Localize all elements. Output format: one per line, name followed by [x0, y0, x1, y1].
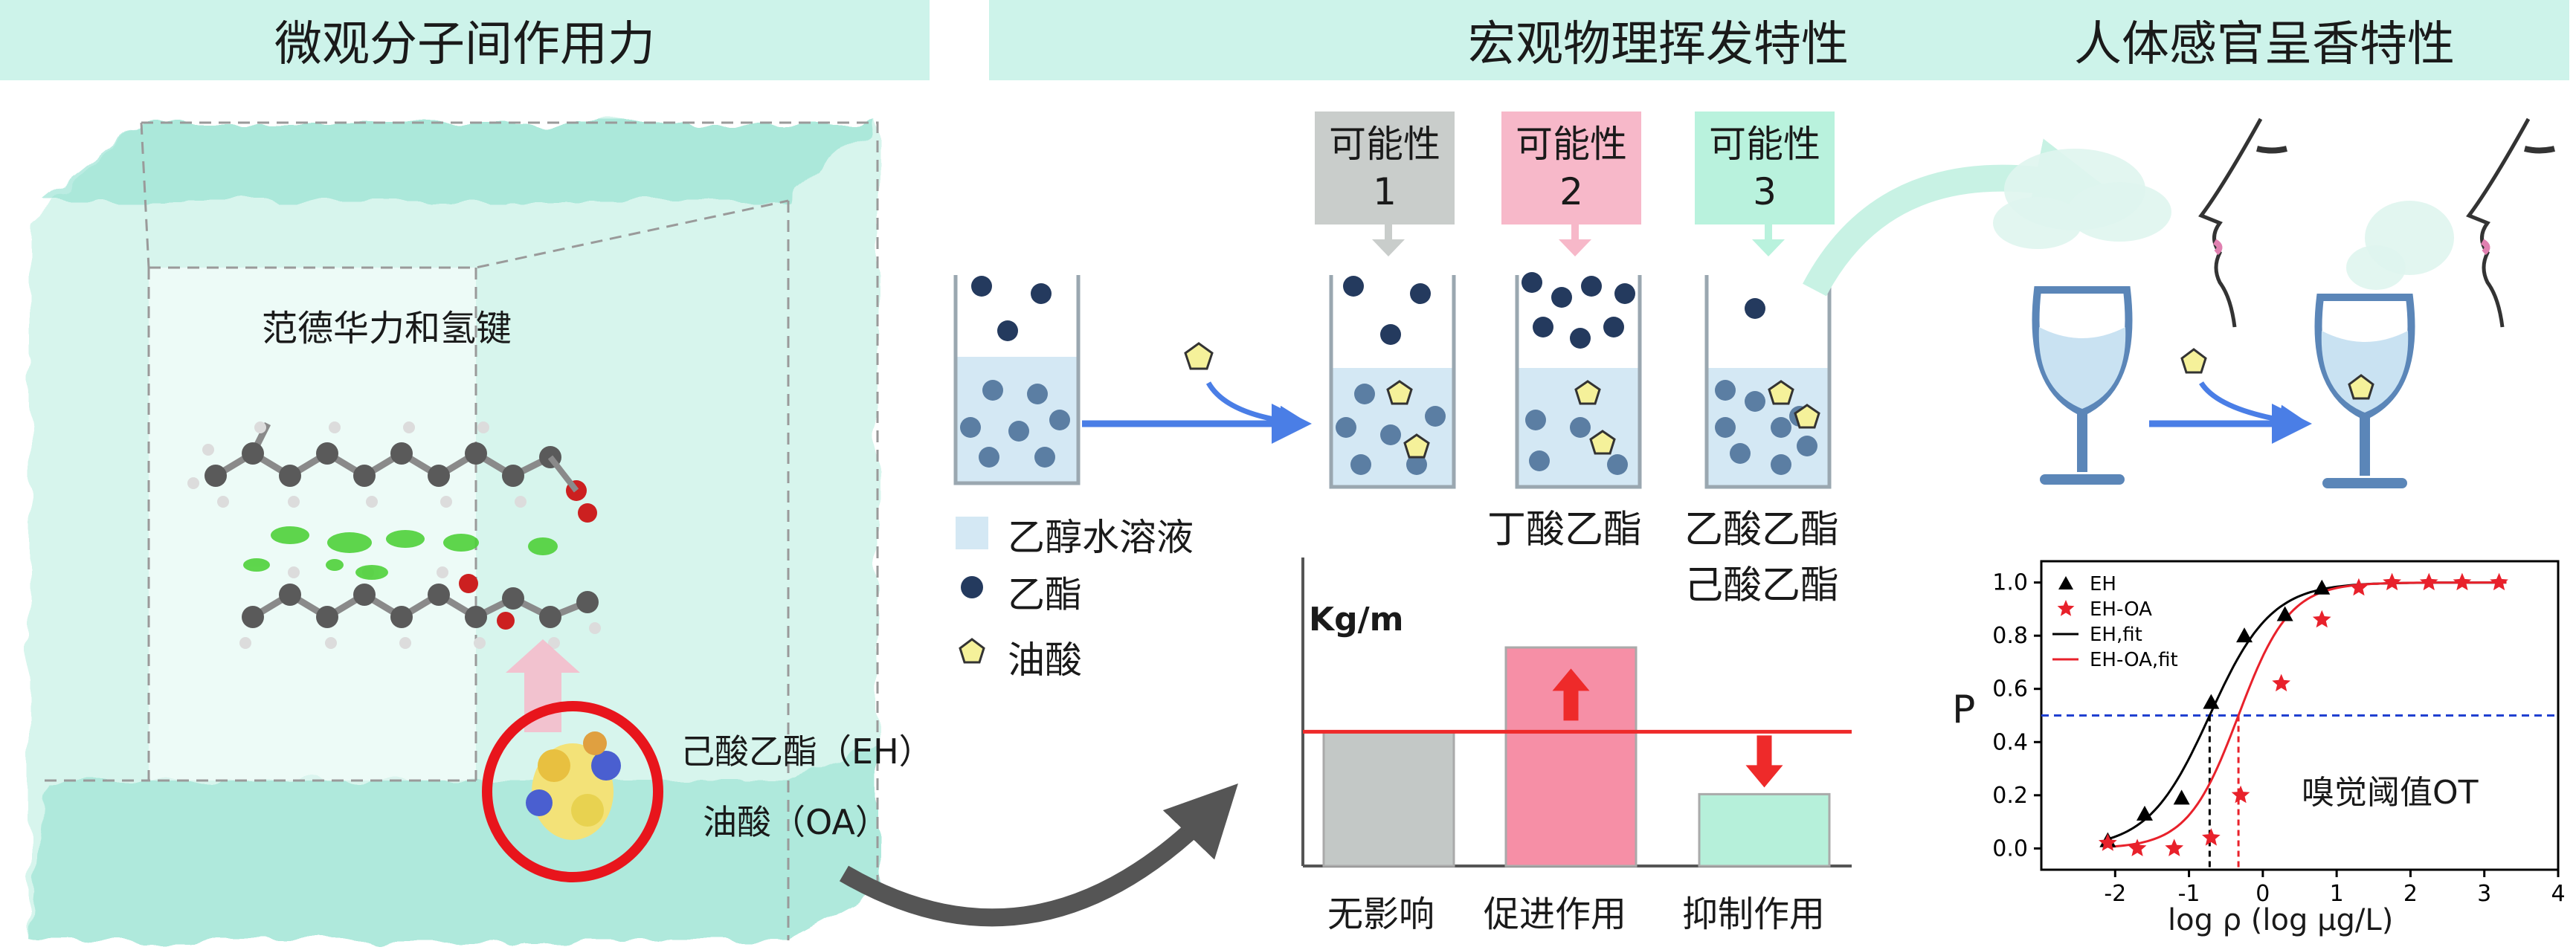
- face-profile-right: [2466, 117, 2555, 328]
- eh-oa-point: [2453, 572, 2472, 591]
- eh-oa-point: [2165, 838, 2184, 856]
- possibility-2-title: 可能性: [1516, 123, 1627, 166]
- legend-star: [2057, 600, 2075, 616]
- eh-oa-point: [2383, 572, 2401, 591]
- glass-right: [2314, 201, 2454, 488]
- eh-oa-point: [2099, 833, 2117, 851]
- effect-bar-2: [1698, 792, 1831, 867]
- eh-oa-point: [2128, 838, 2147, 856]
- beaker2-caption: 丁酸乙酯: [1487, 508, 1643, 552]
- oleic-pentagon-add: [1184, 342, 1214, 370]
- arrow-left-to-middle: [839, 783, 1238, 927]
- decrease-arrow: [1745, 735, 1783, 788]
- possibility-1-title: 可能性: [1329, 123, 1440, 166]
- possibility-2: 可能性 2: [1501, 112, 1641, 224]
- eh-oa-point: [2419, 572, 2438, 591]
- vdw-isosurfaces: [243, 526, 558, 580]
- legend-solution-label: 乙醇水溶液: [1008, 516, 1194, 559]
- y-tick-label: 0.2: [1992, 783, 2028, 809]
- x-tick-label: -2: [2104, 881, 2126, 907]
- oa-label: 油酸（OA）: [703, 802, 889, 842]
- chart-ylabel: P: [1952, 688, 1976, 732]
- beaker-initial: [953, 275, 1081, 485]
- x-tick-label: 2: [2403, 881, 2418, 907]
- eh-oa-point: [2231, 785, 2250, 804]
- effect-bar-0: [1322, 730, 1455, 867]
- possibility-1-number: 1: [1373, 170, 1397, 213]
- possibility-pointers: [1372, 224, 1785, 256]
- eh-point: [2137, 805, 2153, 821]
- x-tick-label: -1: [2178, 881, 2200, 907]
- y-tick-label: 1.0: [1992, 570, 2028, 596]
- add-oleic-arrow: [1205, 381, 1310, 437]
- increase-arrow: [1552, 668, 1590, 721]
- eh-point: [2276, 606, 2293, 621]
- possibility-3-title: 可能性: [1709, 123, 1820, 166]
- beaker-possibility-3: [1704, 275, 1832, 489]
- panel-title-sensory: 人体感官呈香特性: [1960, 0, 2569, 80]
- panel-title-micro: 微观分子间作用力: [0, 0, 930, 80]
- y-tick-label: 0.4: [1992, 729, 2028, 755]
- eh-point: [2203, 694, 2220, 709]
- x-tick-label: 3: [2477, 881, 2491, 907]
- legend-oleic-label: 油酸: [1008, 639, 1082, 682]
- fit-curve: [2108, 581, 2507, 848]
- eh-point: [2173, 789, 2190, 805]
- solvent-box: [30, 121, 879, 940]
- y-tick-label: 0.8: [1992, 623, 2028, 649]
- x-tick-label: 4: [2551, 881, 2565, 907]
- legend-triangle: [2058, 576, 2073, 589]
- beaker-possibility-2: [1515, 272, 1642, 489]
- threshold-label: 嗅觉阈值OT: [2302, 774, 2479, 812]
- lip-left: [2212, 239, 2223, 256]
- eh-label: 己酸乙酯（EH）: [680, 731, 933, 772]
- effects-axis-label: Kg/m: [1309, 601, 1404, 639]
- effect-label-inhibit: 抑制作用: [1682, 894, 1826, 935]
- legend-ester-label: 乙酯: [1008, 573, 1082, 616]
- molecule-cluster: [526, 731, 621, 840]
- legend-icons: [956, 517, 988, 664]
- effect-label-promote: 促进作用: [1484, 894, 1627, 935]
- legend-entry: EH,fit: [2090, 624, 2142, 646]
- molecule-lower: [251, 590, 589, 621]
- eh-point: [2236, 627, 2253, 643]
- legend-entry: EH-OA,fit: [2090, 649, 2178, 671]
- beaker3-caption-1: 乙酸乙酯: [1684, 508, 1840, 552]
- molecule-upper-atoms: [187, 421, 597, 523]
- oleic-pentagon-glass: [2180, 348, 2207, 374]
- eh-oa-point: [2490, 572, 2508, 591]
- eh-oa-point: [2312, 610, 2331, 628]
- effect-label-none: 无影响: [1327, 894, 1435, 935]
- eh-point: [2313, 579, 2331, 595]
- face-profile-left: [2198, 117, 2287, 328]
- eh-oa-point: [2202, 828, 2221, 846]
- effects-bar-chart: [1301, 558, 1852, 867]
- molecule-lower-atoms: [239, 566, 601, 649]
- legend-entry: EH-OA: [2090, 598, 2152, 621]
- glass-left: [1993, 149, 2171, 485]
- eh-oa-point: [2349, 578, 2369, 596]
- beaker3-caption-2: 己酸乙酯: [1684, 563, 1840, 608]
- beaker-possibility-1: [1329, 275, 1456, 489]
- chart-xlabel: log ρ (log μg/L): [2168, 903, 2394, 937]
- y-tick-label: 0.0: [1992, 836, 2028, 862]
- glass-add-arrow: [2199, 381, 2311, 436]
- x-tick-label: 1: [2330, 881, 2344, 907]
- lip-right: [2480, 239, 2490, 256]
- eh-oa-point: [2272, 673, 2290, 692]
- interaction-label: 范德华力和氢键: [262, 308, 512, 349]
- possibility-2-number: 2: [1559, 170, 1583, 213]
- x-tick-label: 0: [2255, 881, 2270, 907]
- legend-entry: EH: [2090, 573, 2116, 595]
- possibility-3: 可能性 3: [1695, 112, 1835, 224]
- possibility-3-number: 3: [1753, 170, 1777, 213]
- psychometric-chart: -2 -1 0 1 2 3 4 0.0 0.2 0.4 0.6 0.8 1.0 EH EH-OA EH,fit…: [1992, 560, 2566, 907]
- possibility-1: 可能性 1: [1315, 112, 1455, 224]
- y-tick-label: 0.6: [1992, 676, 2028, 702]
- cluster-highlight-ring: [482, 701, 663, 882]
